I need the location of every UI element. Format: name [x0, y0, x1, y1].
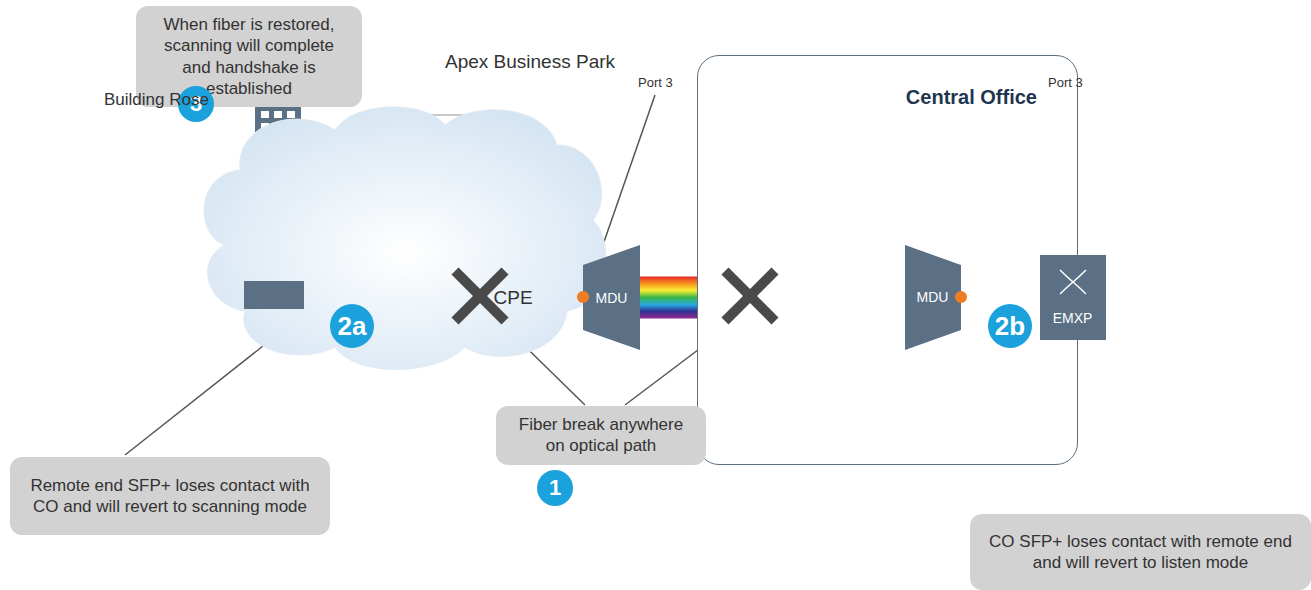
mdu-left: MDU [583, 245, 640, 350]
node-text: When fiber is restored, scanning will co… [148, 14, 350, 99]
port-dot [577, 291, 589, 303]
break-stroke [725, 271, 775, 321]
note-callout: Fiber break anywhere on optical path [496, 406, 706, 465]
callout-number: 2a [330, 304, 374, 348]
site-cloud: Apex Business ParkCPE [195, 45, 605, 375]
mdu-right: MDU [905, 245, 961, 350]
mdu-trapezoid [583, 245, 640, 350]
switch-icon [1060, 270, 1086, 294]
mdu-trapezoid [905, 245, 961, 350]
switch-stroke [1060, 270, 1086, 294]
cpe-box: CPE [244, 281, 304, 309]
node-text: EMXP [1053, 310, 1093, 326]
port-dot [955, 291, 967, 303]
building-window [261, 111, 269, 118]
cloud-shape [195, 45, 605, 375]
callout-number: 2b [988, 304, 1032, 348]
port-label: Port 3 [638, 75, 673, 90]
node-text: Remote end SFP+ loses contact with CO an… [22, 475, 318, 518]
note-callout: CO SFP+ loses contact with remote end an… [970, 514, 1311, 590]
cloud-outline [204, 107, 606, 370]
central-office-region: Central OfficeMDUEMXP [697, 55, 1078, 465]
switch-stroke [1060, 270, 1086, 294]
break-mark [455, 271, 505, 321]
break-mark [725, 271, 775, 321]
callout-number: 1 [537, 470, 573, 506]
building-window [274, 111, 282, 118]
note-callout: Remote end SFP+ loses contact with CO an… [10, 457, 330, 535]
building-window [287, 111, 295, 118]
port-label: Port 3 [1048, 75, 1083, 90]
break-stroke [455, 271, 505, 321]
node-text: MDU [596, 290, 628, 306]
node-text: Fiber break anywhere on optical path [508, 414, 694, 457]
node-text: CPE [494, 287, 533, 309]
building-label: Building Rose [104, 90, 209, 110]
break-stroke [725, 271, 775, 321]
node-text: MDU [917, 289, 949, 305]
switch-box: EMXP [1040, 255, 1106, 340]
node-text: Apex Business Park [445, 51, 615, 73]
break-stroke [455, 271, 505, 321]
node-text: CO SFP+ loses contact with remote end an… [982, 531, 1299, 574]
node-text: Central Office [906, 86, 1037, 109]
